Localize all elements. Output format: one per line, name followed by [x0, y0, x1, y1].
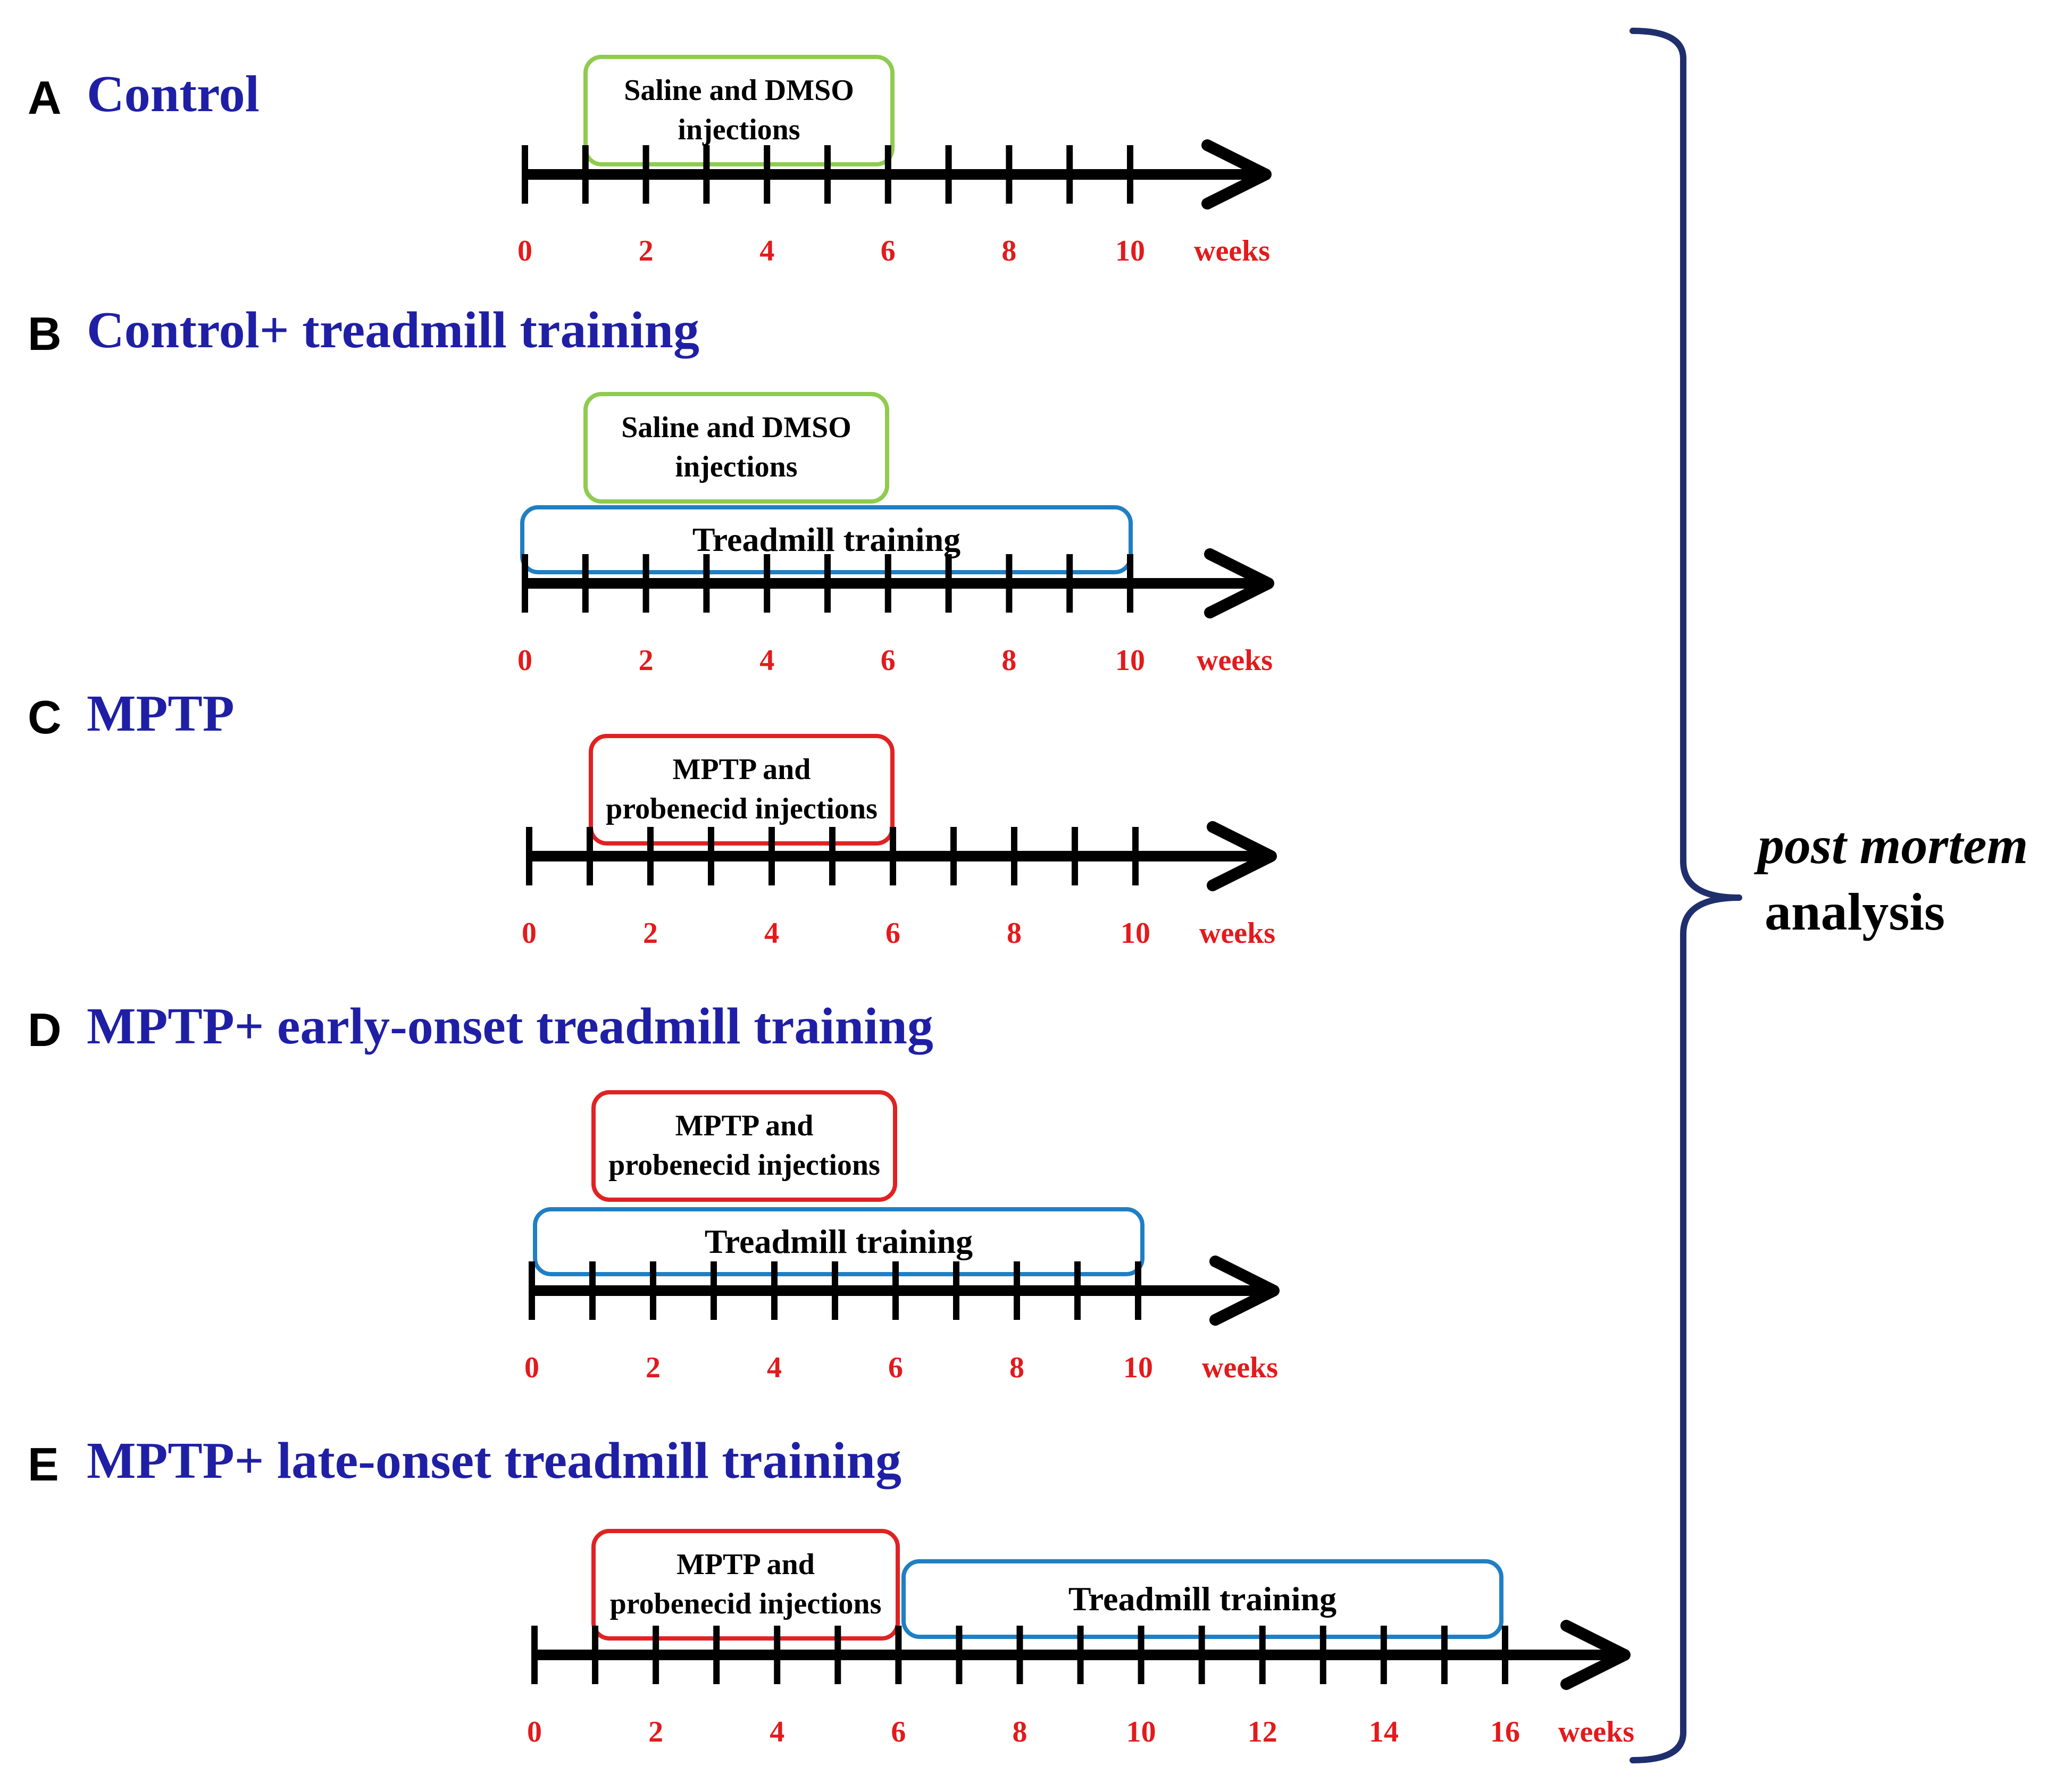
- panel-a-tick-label: 4: [759, 235, 774, 267]
- panel-e-tick-label: 16: [1490, 1716, 1520, 1748]
- panel-d-injection-line-1: MPTP and: [675, 1109, 814, 1143]
- panel-c-letter: C: [28, 691, 62, 743]
- panel-d-unit-label: weeks: [1202, 1351, 1278, 1384]
- panel-a-letter: A: [28, 71, 62, 124]
- panel-c-tick-label: 0: [522, 917, 537, 950]
- panel-c-injection-line-1: MPTP and: [672, 753, 811, 787]
- panel-d-injection-box: MPTP and probenecid injections: [591, 1090, 897, 1202]
- panel-e-tick-label: 2: [648, 1716, 663, 1748]
- panel-e-tick-label: 12: [1248, 1716, 1277, 1748]
- panel-c-tick-label: 10: [1121, 917, 1150, 950]
- panel-a-tick-label: 10: [1115, 235, 1145, 267]
- panel-b-unit-label: weeks: [1197, 644, 1273, 677]
- panel-e-letter: E: [28, 1438, 59, 1491]
- panel-b-treadmill-label: Treadmill training: [692, 520, 961, 558]
- panel-a-tick-label: 2: [639, 235, 654, 267]
- panel-e-tick-label: 14: [1369, 1716, 1399, 1748]
- bracket-path: [1630, 28, 1742, 1763]
- panel-d-injection-line-2: probenecid injections: [608, 1149, 880, 1182]
- panel-e-tick-label: 0: [527, 1716, 542, 1748]
- panel-a-unit-label: weeks: [1194, 235, 1270, 267]
- analysis-label: analysis: [1765, 882, 1945, 941]
- panel-d-treadmill-box: Treadmill training: [533, 1207, 1144, 1276]
- panel-d-letter: D: [28, 1003, 62, 1056]
- panel-c-injection-box: MPTP and probenecid injections: [589, 734, 895, 846]
- panel-e-injection-box: MPTP and probenecid injections: [591, 1529, 900, 1641]
- panel-a-injection-box: Saline and DMSO injections: [583, 55, 895, 166]
- panel-a-injection-line-1: Saline and DMSO: [624, 74, 854, 107]
- panel-d-treadmill-label: Treadmill training: [704, 1222, 973, 1260]
- panel-e-injection-line-1: MPTP and: [676, 1548, 815, 1582]
- panel-b-tick-label: 4: [759, 644, 774, 677]
- panel-e-tick-label: 8: [1013, 1716, 1027, 1748]
- panel-a-tick-label: 8: [1001, 235, 1016, 267]
- panel-b-injection-line-1: Saline and DMSO: [621, 411, 851, 445]
- panel-a-tick-label: 6: [881, 235, 896, 267]
- panel-e-unit-label: weeks: [1558, 1716, 1634, 1748]
- panel-b-injection-box: Saline and DMSO injections: [583, 392, 889, 504]
- panel-d-tick-label: 0: [524, 1351, 539, 1384]
- panel-b-tick-label: 8: [1001, 644, 1016, 677]
- panel-b-tick-label: 6: [881, 644, 896, 677]
- panel-c-tick-label: 8: [1007, 917, 1022, 950]
- panel-c-title: MPTP: [87, 685, 235, 742]
- panel-d-tick-label: 6: [888, 1351, 903, 1384]
- panel-c-unit-label: weeks: [1199, 917, 1275, 950]
- panel-b-arrow-head: [1204, 548, 1274, 618]
- panel-b-tick-label: 2: [639, 644, 654, 677]
- panel-e-tick-label: 4: [770, 1716, 784, 1748]
- panel-c-tick-label: 6: [885, 917, 900, 950]
- panel-b-injection-line-2: injections: [675, 450, 798, 483]
- panel-d-tick-label: 8: [1009, 1351, 1024, 1384]
- panel-a-injection-line-2: injections: [678, 113, 800, 146]
- panel-e-arrow-head: [1560, 1620, 1631, 1690]
- panel-e-tick-label: 10: [1126, 1716, 1156, 1748]
- panel-c-tick-label: 4: [764, 917, 779, 950]
- panel-b-tick-label: 10: [1115, 644, 1145, 677]
- panel-a-title: Control: [87, 65, 260, 123]
- panel-d-title: MPTP+ early-onset treadmill training: [87, 998, 933, 1055]
- panel-d-tick-label: 2: [646, 1351, 661, 1384]
- panel-b-letter: B: [28, 307, 62, 360]
- panel-c-arrow-head: [1207, 821, 1277, 891]
- panel-a-arrow-head: [1201, 139, 1272, 210]
- panel-e-treadmill-label: Treadmill training: [1068, 1579, 1337, 1618]
- panel-b-tick-label: 0: [517, 644, 532, 677]
- panel-d-tick-label: 10: [1123, 1351, 1153, 1384]
- panel-a-tick-label: 0: [517, 235, 532, 267]
- panel-b-title: Control+ treadmill training: [87, 302, 699, 359]
- panel-d-tick-label: 4: [767, 1351, 782, 1384]
- panel-e-injection-line-2: probenecid injections: [609, 1587, 882, 1620]
- post-mortem-label: post mortem: [1758, 816, 2028, 875]
- panel-c-injection-line-2: probenecid injections: [606, 792, 878, 825]
- panel-e-title: MPTP+ late-onset treadmill training: [87, 1432, 901, 1490]
- panel-d-arrow-head: [1209, 1256, 1280, 1326]
- panel-e-tick-label: 6: [891, 1716, 906, 1748]
- panel-c-tick-label: 2: [643, 917, 658, 950]
